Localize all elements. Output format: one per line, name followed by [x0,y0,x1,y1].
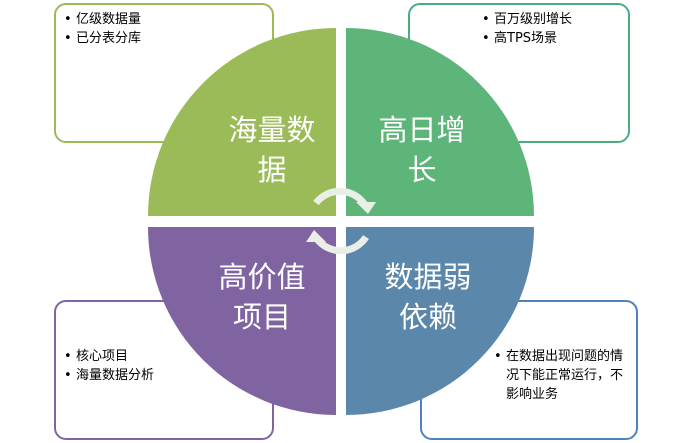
note-item: 在数据出现问题的情况下能正常运行，不影响业务 [494,347,628,404]
quadrant-bottom-right [346,227,534,415]
note-item: 百万级别增长 [482,10,620,29]
quadrant-top-left [148,28,336,216]
note-item: 核心项目 [64,347,264,366]
quadrant-label-bottom-left: 高价值 项目 [218,260,306,334]
quadrant-label-top-left: 海量数 据 [228,113,316,187]
cycle-arrows-icon [306,187,376,255]
note-item: 已分表分库 [64,29,264,48]
quadrant-label-bottom-right: 数据弱 依赖 [384,260,472,334]
quadrant-bottom-left [148,227,336,415]
note-item: 亿级数据量 [64,10,264,29]
note-item: 高TPS场景 [482,29,620,48]
quadrant-top-right [346,28,534,216]
quadrant-label-top-right: 高日增 长 [378,113,466,187]
note-item: 海量数据分析 [64,366,264,385]
